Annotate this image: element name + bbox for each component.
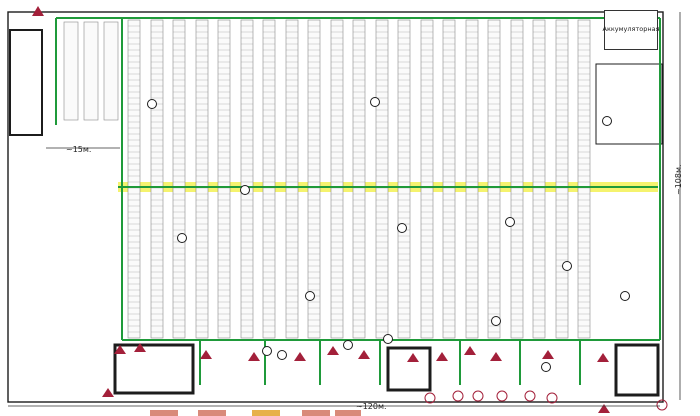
checkpoint-icon xyxy=(277,350,287,360)
checkpoint-icon xyxy=(240,185,250,195)
rack-column xyxy=(555,19,569,339)
marker-circle xyxy=(546,392,558,404)
legend-swatch xyxy=(198,410,226,416)
building-outline xyxy=(7,11,664,403)
rack-column xyxy=(352,19,366,339)
warning-triangle-icon xyxy=(542,350,554,359)
checkpoint-icon xyxy=(262,346,272,356)
checkpoints xyxy=(147,97,630,372)
checkpoint-icon xyxy=(397,223,407,233)
bottom-right-block xyxy=(614,343,660,397)
checkpoint-icon xyxy=(383,334,393,344)
rack-column xyxy=(150,19,164,339)
warning-triangle-icon xyxy=(102,388,114,397)
marker-circle xyxy=(496,390,508,402)
rack-column xyxy=(397,19,411,339)
rack-column xyxy=(375,19,389,339)
checkpoint-icon xyxy=(343,340,353,350)
warning-markers xyxy=(32,6,610,413)
rack-column xyxy=(127,19,141,339)
legend-swatch xyxy=(302,410,330,416)
rack-column xyxy=(63,21,79,121)
warning-triangle-icon xyxy=(597,353,609,362)
marker-circle xyxy=(524,390,536,402)
dimension-height: ~108м. xyxy=(674,164,683,195)
checkpoint-icon xyxy=(505,217,515,227)
checkpoint-icon xyxy=(147,99,157,109)
dimension-width-top: ~15м. xyxy=(66,145,92,154)
rack-column xyxy=(83,21,99,121)
warning-triangle-icon xyxy=(490,352,502,361)
rack-column xyxy=(577,19,591,339)
warning-triangle-icon xyxy=(407,353,419,362)
warning-triangle-icon xyxy=(114,345,126,354)
rack-column xyxy=(285,19,299,339)
route-perimeter xyxy=(55,17,661,341)
warning-triangle-icon xyxy=(327,346,339,355)
left-annex xyxy=(9,29,43,136)
checkpoint-icon xyxy=(370,97,380,107)
battery-room-label: Аккумуляторная xyxy=(603,10,660,50)
route-bottom-branches xyxy=(199,340,581,385)
rack-column xyxy=(172,19,186,339)
rack-column xyxy=(217,19,231,339)
checkpoint-icon xyxy=(177,233,187,243)
checkpoint-icon xyxy=(541,362,551,372)
dimension-width-bottom: ~120м. xyxy=(356,402,387,411)
rack-column xyxy=(465,19,479,339)
rack-column xyxy=(532,19,546,339)
bottom-middle-block xyxy=(386,346,432,392)
rack-column xyxy=(330,19,344,339)
warning-triangle-icon xyxy=(358,350,370,359)
checkpoint-icon xyxy=(562,261,572,271)
checkpoint-icon xyxy=(491,316,501,326)
dimension-lines xyxy=(8,12,681,407)
rack-column xyxy=(240,19,254,339)
rack-column xyxy=(487,19,501,339)
warning-triangle-icon xyxy=(294,352,306,361)
checkpoint-icon xyxy=(602,116,612,126)
legend-swatch xyxy=(335,410,361,416)
bottom-left-block xyxy=(113,343,195,395)
warning-triangle-icon xyxy=(134,343,146,352)
warning-triangle-icon xyxy=(200,350,212,359)
battery-room-area xyxy=(595,63,663,145)
marker-circle xyxy=(472,390,484,402)
rack-column xyxy=(510,19,524,339)
legend-swatch xyxy=(252,410,280,416)
warning-triangle-icon xyxy=(598,404,610,413)
rack-column xyxy=(103,21,119,121)
checkpoint-icon xyxy=(620,291,630,301)
marker-circle xyxy=(424,392,436,404)
warning-triangle-icon xyxy=(32,6,44,16)
rack-column xyxy=(420,19,434,339)
rack-column xyxy=(442,19,456,339)
rack-column xyxy=(262,19,276,339)
legend-swatch xyxy=(150,410,178,416)
marker-circle xyxy=(656,399,668,411)
rack-columns xyxy=(63,19,591,339)
warning-triangle-icon xyxy=(464,346,476,355)
rack-column xyxy=(307,19,321,339)
route-lines xyxy=(55,17,661,385)
rack-column xyxy=(195,19,209,339)
warning-triangle-icon xyxy=(248,352,260,361)
warning-triangle-icon xyxy=(436,352,448,361)
checkpoint-icon xyxy=(305,291,315,301)
marker-circle xyxy=(452,390,464,402)
bottom-legend-items xyxy=(150,390,668,416)
